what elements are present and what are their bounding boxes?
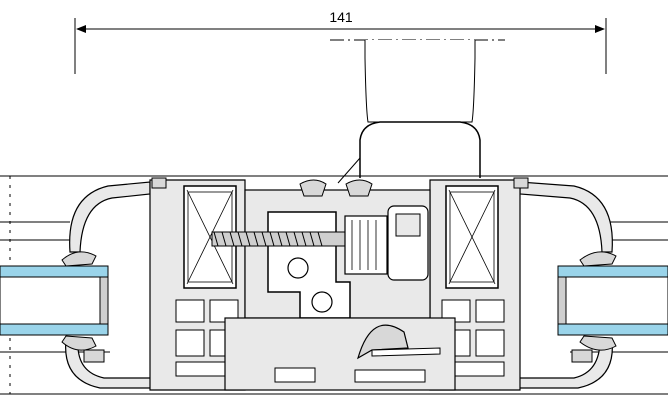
glazing-bead-top-left: [69, 181, 151, 253]
bead-clip: [151, 177, 167, 189]
screw-thread: [213, 231, 323, 247]
glass-pane: [557, 323, 668, 336]
roller-ribs: [351, 220, 377, 270]
roller-housing: [344, 215, 388, 275]
bead-clip: [83, 349, 105, 363]
insulation-cross: [186, 189, 234, 285]
chamber: [209, 299, 239, 323]
handle: [337, 40, 481, 184]
insulation-cross: [448, 189, 496, 285]
fixing-hole: [287, 257, 309, 279]
spacer-bar: [557, 276, 567, 325]
glazing-gasket: [579, 251, 617, 267]
glazing-right: [557, 265, 668, 336]
handle-leader: [337, 157, 361, 184]
glass-pane: [0, 265, 109, 278]
sill-slot: [274, 367, 316, 383]
sill: [224, 317, 456, 391]
drain-tongue: [371, 347, 441, 357]
glass-pane: [0, 323, 109, 336]
chamber: [175, 299, 205, 323]
dimension-annotation: 141: [74, 9, 607, 74]
lock-block: [395, 213, 421, 237]
handle-neck: [364, 40, 476, 123]
chamber: [475, 329, 505, 357]
gaskets: [61, 177, 617, 363]
sill-slot: [354, 369, 426, 383]
chamber: [475, 299, 505, 323]
spacer-bar: [99, 276, 109, 325]
weather-seal: [357, 324, 409, 360]
glazing-left: [0, 265, 109, 336]
gasket-top-right: [345, 179, 373, 197]
glazing-bead-top-right: [519, 181, 613, 253]
fixing-hole: [311, 291, 333, 313]
insulation-inner: [449, 191, 495, 283]
chambers-right: [441, 299, 505, 377]
chamber: [441, 299, 471, 323]
glass-pane: [557, 265, 668, 278]
dimension-value: 141: [329, 9, 353, 25]
gasket-top-left: [299, 179, 327, 197]
chamber: [175, 329, 205, 357]
bead-clip: [571, 349, 593, 363]
bead-clip: [513, 177, 529, 189]
glazing-gasket: [61, 251, 97, 267]
glazing-gasket: [579, 335, 617, 351]
handle-base: [359, 121, 481, 178]
central-mullion: [211, 189, 431, 319]
glass-cavity: [0, 276, 109, 325]
glass-cavity: [557, 276, 668, 325]
insulation-right: [445, 185, 499, 289]
reveal-lines: [0, 175, 668, 395]
